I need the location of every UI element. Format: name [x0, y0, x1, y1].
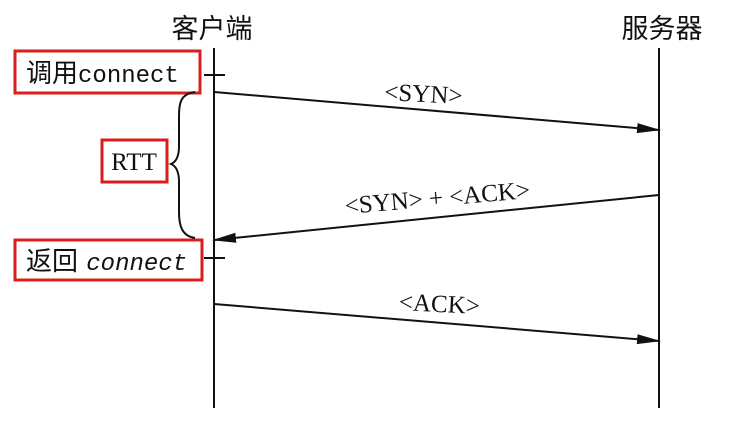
call-connect-code: connect	[78, 63, 179, 90]
return-connect-code: connect	[86, 251, 187, 278]
rtt-label: RTT	[111, 149, 157, 176]
rtt-highlight	[100, 138, 169, 184]
return-connect-prefix: 返回	[26, 247, 86, 277]
syn-ack-arrow	[212, 194, 660, 243]
syn-arrow	[213, 91, 661, 134]
rtt-brace	[168, 91, 196, 239]
client-header: 客户端	[172, 14, 253, 45]
call-connect-highlight	[13, 49, 202, 95]
return-connect-highlight	[13, 238, 204, 282]
call-connect-prefix: 调用	[26, 59, 78, 89]
return-connect-label: 返回 connect	[26, 247, 187, 278]
ack-arrow	[213, 303, 661, 345]
call-connect-label: 调用connect	[26, 59, 179, 90]
syn-label: <SYN>	[384, 79, 464, 110]
ack-label: <ACK>	[398, 289, 480, 320]
syn-ack-label: <SYN> + <ACK>	[344, 177, 531, 220]
server-header: 服务器	[622, 14, 703, 45]
